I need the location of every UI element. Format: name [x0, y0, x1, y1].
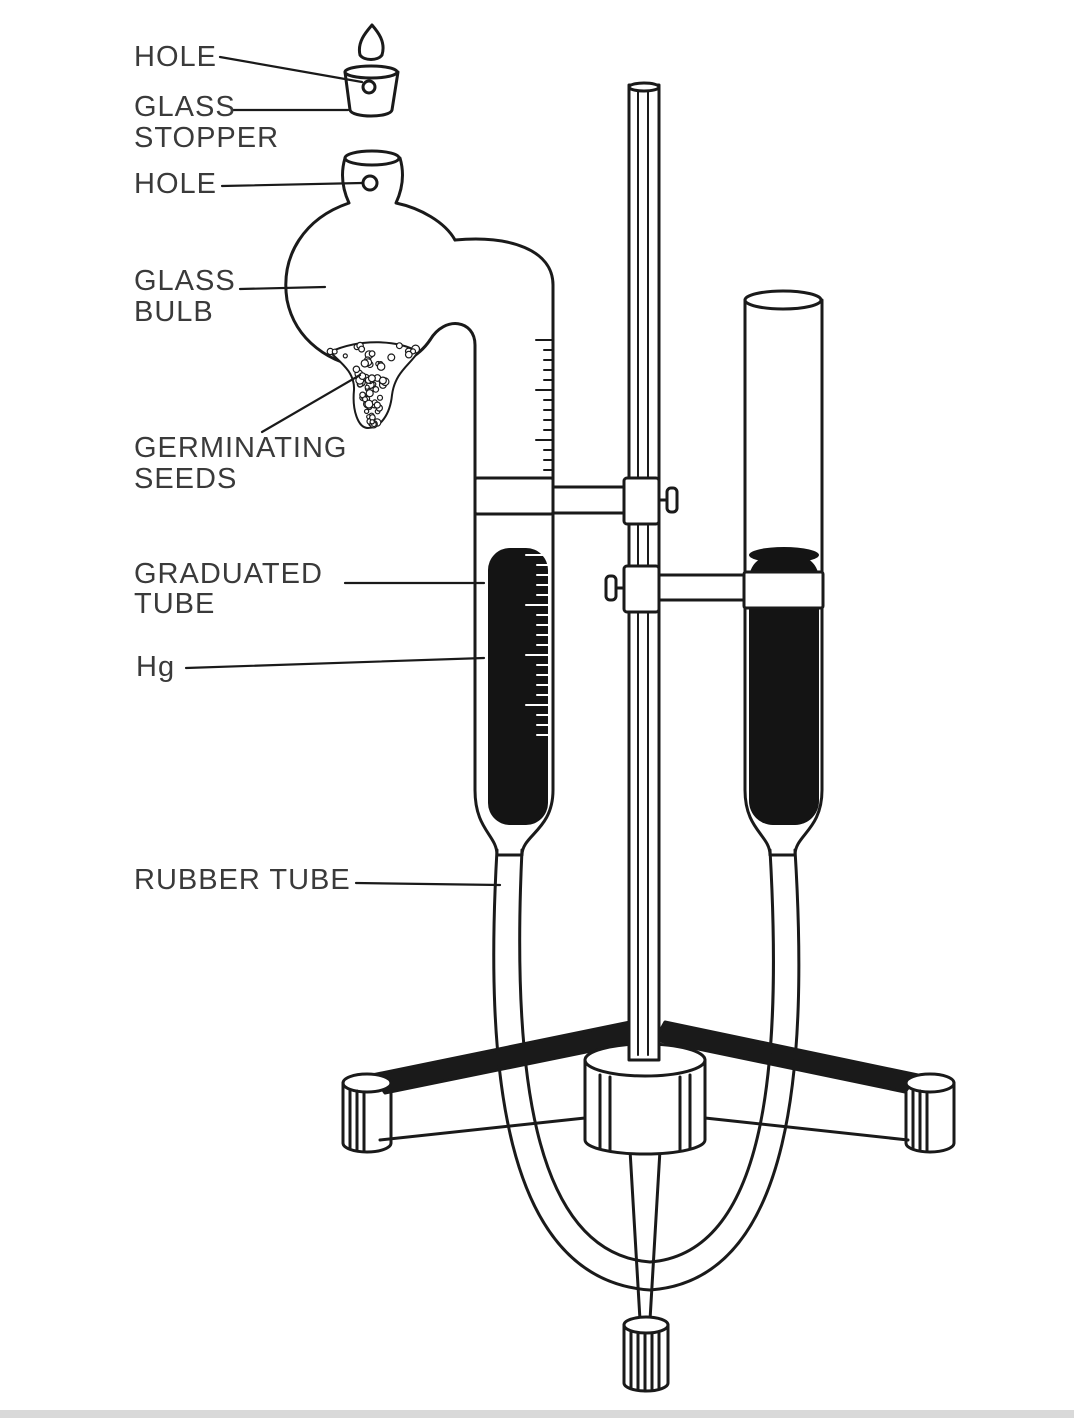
upper-clamp [551, 476, 679, 526]
reservoir-tube [742, 289, 825, 857]
seed [331, 348, 338, 355]
tripod-stand [341, 1020, 956, 1393]
lower-clamp [604, 564, 750, 614]
seed [342, 353, 348, 359]
seed [369, 419, 375, 425]
label-glass-bulb-line2: BULB [134, 296, 214, 328]
tripod-foot-left [341, 1072, 393, 1154]
seed [376, 362, 386, 371]
seed [376, 394, 384, 401]
label-germinating-seeds-line1: GERMINATING [134, 432, 348, 464]
tripod-foot-right [904, 1072, 956, 1154]
label-glass-bulb-line1: GLASS [134, 265, 236, 297]
seed [368, 350, 376, 358]
label-hg: Hg [136, 651, 176, 683]
flask-hole [361, 174, 379, 192]
seed [378, 376, 387, 385]
seed [372, 386, 380, 393]
leader-lines [184, 55, 502, 887]
label-graduated-tube-line1: GRADUATED [134, 558, 323, 590]
label-rubber-tube: RUBBER TUBE [134, 864, 351, 896]
seed [395, 342, 403, 350]
seed [352, 365, 361, 374]
glass-stopper [343, 23, 400, 118]
seed [363, 408, 370, 415]
seed [364, 384, 370, 390]
page-bottom-edge [0, 1410, 1074, 1418]
seed [365, 389, 374, 398]
label-hole-stopper: HOLE [134, 41, 217, 73]
seed [362, 396, 369, 403]
mercury-column-right [749, 555, 819, 825]
seed [367, 374, 376, 383]
mercury-column-left [488, 548, 548, 825]
label-hole-flask: HOLE [134, 168, 217, 200]
label-glass-stopper-line1: GLASS [134, 91, 236, 123]
label-graduated-tube-line2: TUBE [134, 588, 216, 620]
tripod-foot-front [622, 1315, 670, 1393]
seed [358, 345, 366, 353]
rubber-tube [492, 848, 801, 1292]
seed [387, 353, 396, 362]
seed [404, 350, 413, 359]
label-germinating-seeds-line2: SEEDS [134, 463, 238, 495]
label-glass-stopper-line2: STOPPER [134, 122, 280, 154]
seed [360, 359, 369, 368]
stopper-hole [361, 79, 377, 95]
seed [373, 401, 381, 409]
germinating-seeds [326, 341, 421, 429]
graduated-tube [428, 237, 555, 857]
